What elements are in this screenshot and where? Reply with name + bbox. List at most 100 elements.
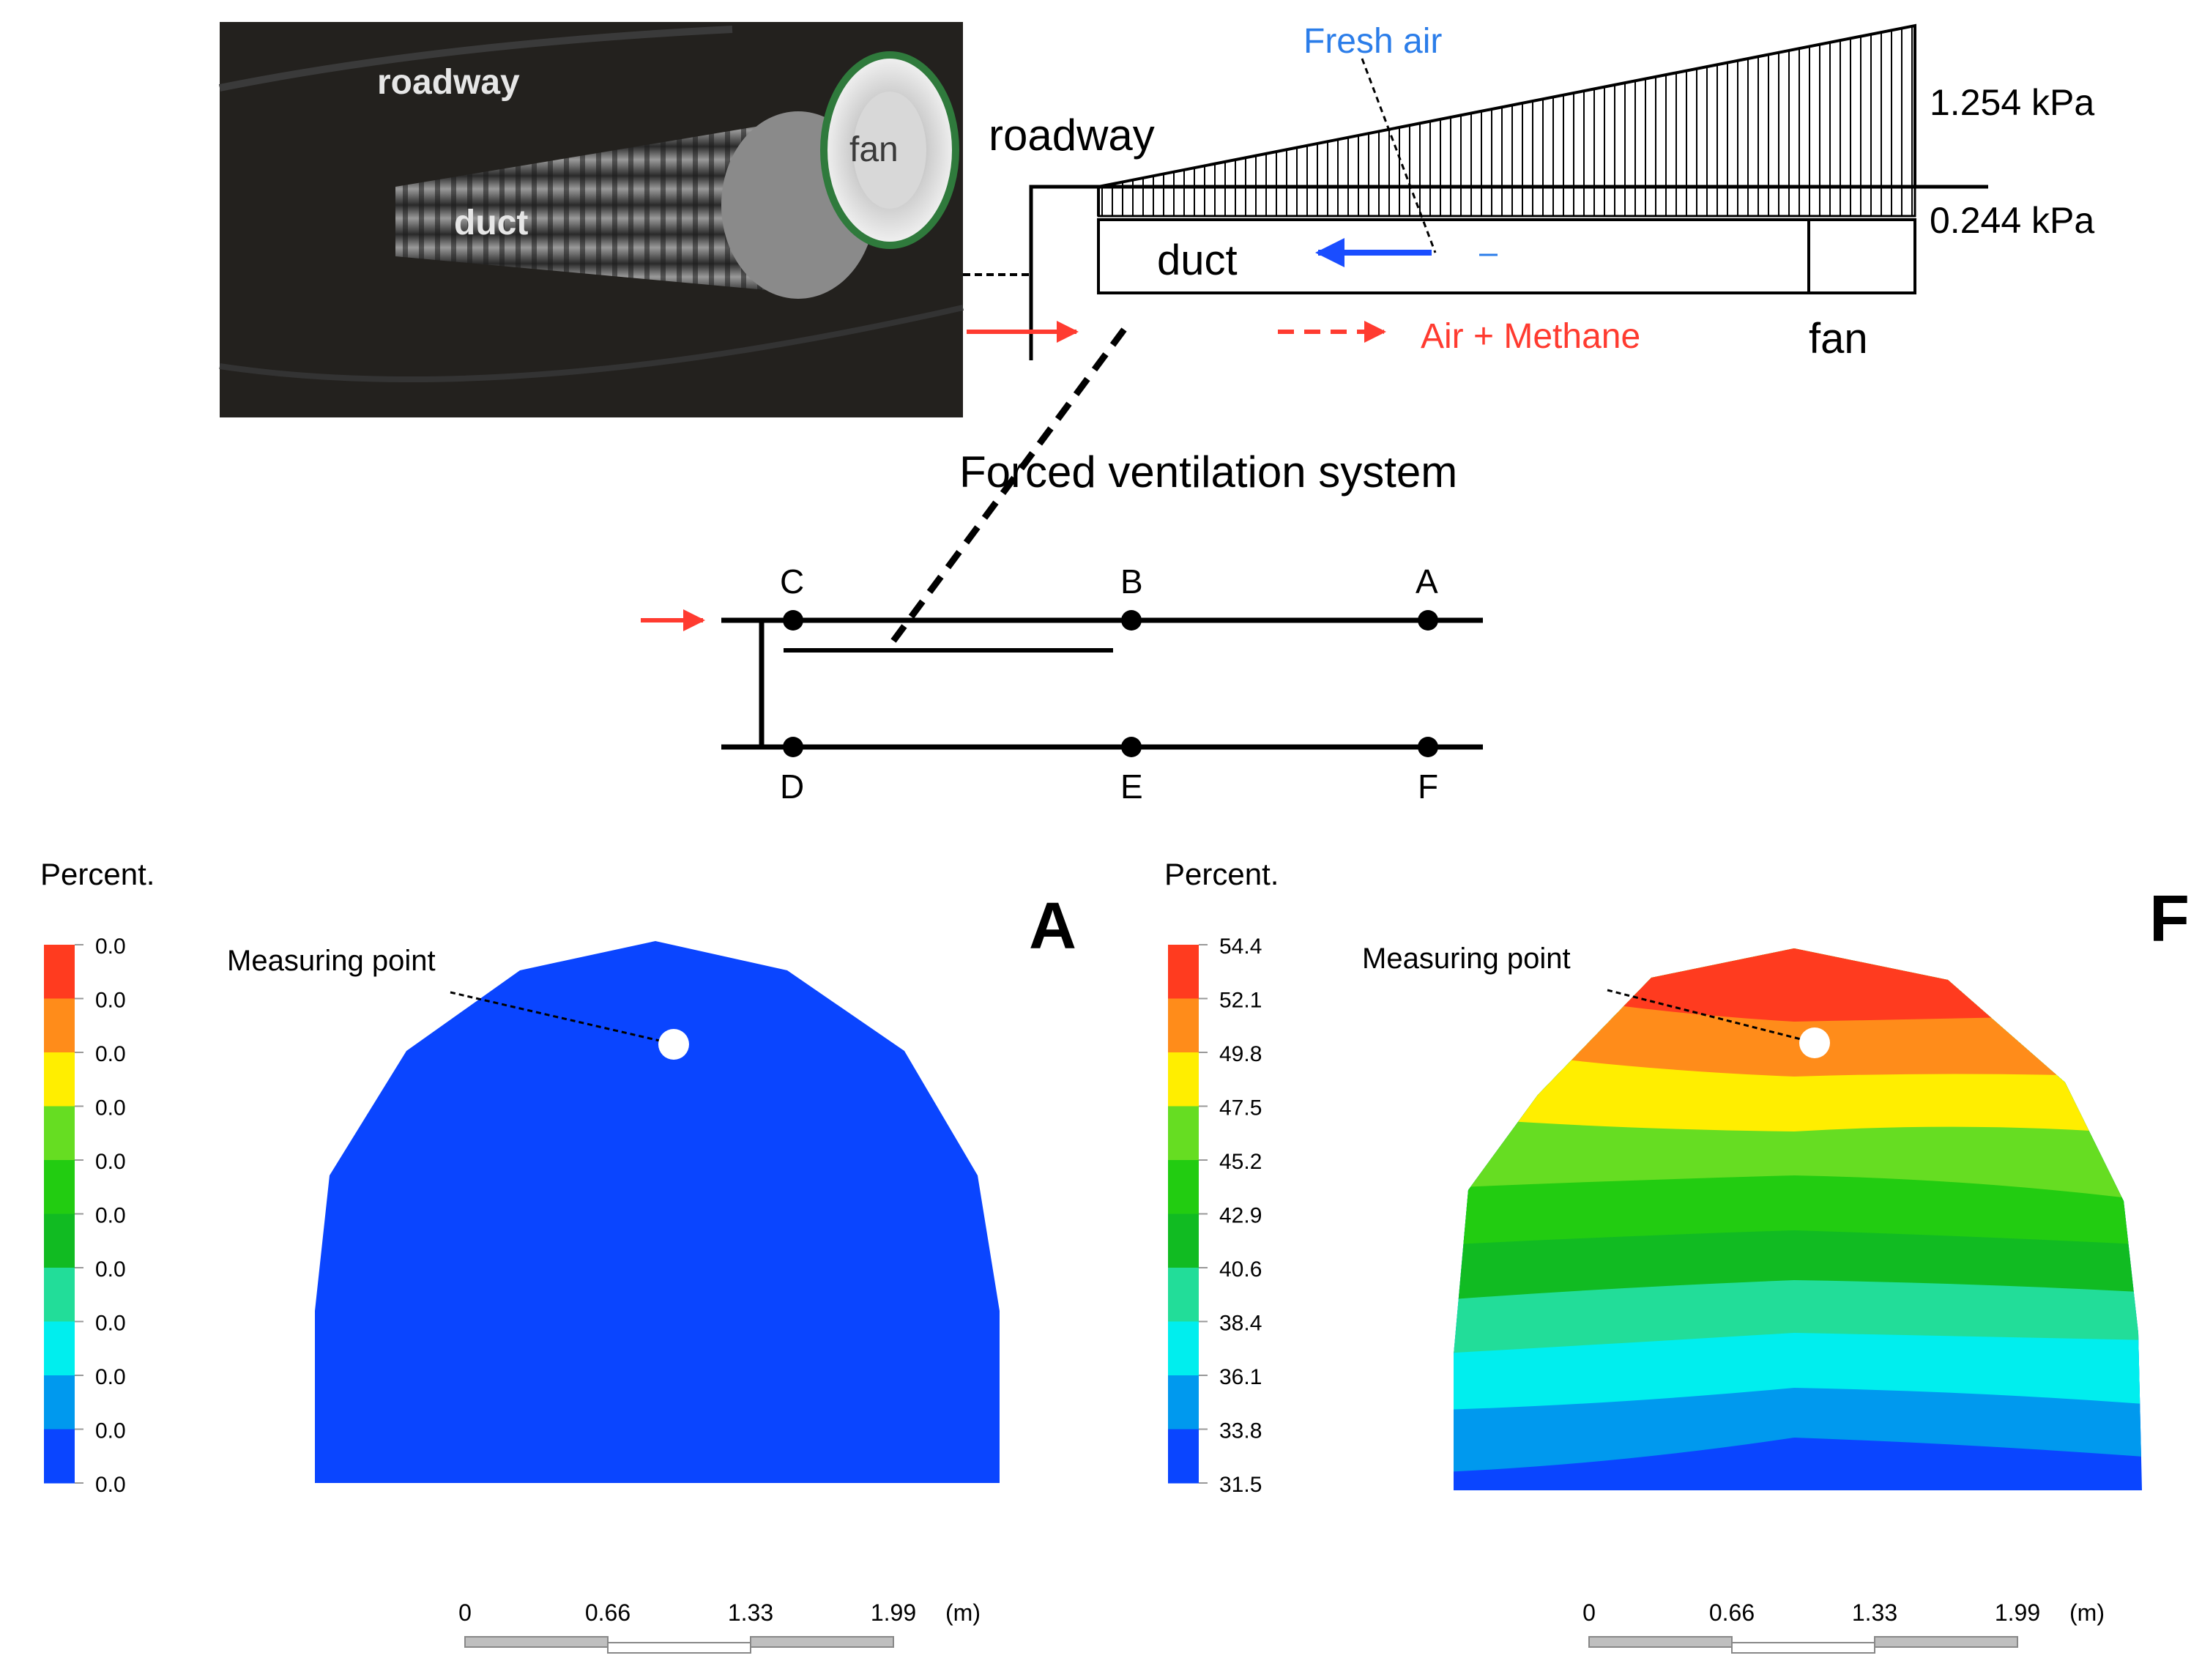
system-caption: Forced ventilation system [959,447,1457,497]
legend-A-swatch [44,1429,75,1484]
legend-F-swatch [1168,1213,1199,1268]
legend-F-tick-label: 49.8 [1219,1042,1262,1066]
pressure-wedge [1098,23,1916,188]
ventilation-schematic: roadway 1.254 kPa 0.244 kPa duct Fresh a… [967,22,2094,363]
legend-title-A: Percent. [40,857,155,891]
scalebar-A-tick-label: 1.99 [871,1599,916,1626]
pressure-band [1097,185,1916,218]
legend-A-swatch [44,1375,75,1430]
point-D [783,737,803,757]
legend-F: 54.4 52.1 49.8 47.5 45.2 42.9 40.6 38.4 36.1 33.8… [1168,934,1262,1497]
scalebar-F-unit: (m) [2069,1599,2105,1626]
label-B: B [1120,562,1143,601]
legend-A-tick-label: 0.0 [95,1312,126,1336]
scalebar-F-tick-label: 1.99 [1995,1599,2040,1626]
scalebar-F-tick-label: 0.66 [1709,1599,1755,1626]
legend-F-swatch [1168,945,1199,999]
measuring-label-A: Measuring point [227,945,436,977]
legend-A-tick-label: 0.0 [95,934,126,959]
legend-F-tick-label: 52.1 [1219,989,1262,1013]
scalebar-F-segment [1588,1636,1733,1648]
duct-body [1097,218,1916,294]
legend-F-swatch [1168,1375,1199,1430]
legend-A-tick-label: 0.0 [95,1150,126,1174]
photo-fan-label: fan [849,130,899,169]
measuring-point-F [1799,1027,1830,1058]
legend-A-tick-label: 0.0 [95,1365,126,1389]
label-A: A [1416,562,1438,601]
legend-title-F: Percent. [1164,857,1279,891]
label-E: E [1120,767,1143,806]
legend-F-tick-label: 40.6 [1219,1257,1262,1282]
legend-A-tick-label: 0.0 [95,1204,126,1228]
scalebar-A-segment [464,1636,609,1648]
pressure-high-label: 1.254 kPa [1930,82,2094,123]
legend-F-tick-label: 31.5 [1219,1473,1262,1497]
fresh-air-label: Fresh air [1303,22,1442,61]
duct-label: duct [1157,237,1238,284]
network-diagram: C B A D E F [641,562,1483,806]
zoom-leader [890,327,1127,643]
scalebar-F-segment [1731,1642,1875,1654]
legend-A-swatch [44,1106,75,1161]
measuring-label-F: Measuring point [1362,943,1571,975]
scalebar-A-unit: (m) [945,1599,981,1626]
photo-duct-label: duct [454,204,528,242]
scalebar-A-tick-label: 0 [458,1599,472,1626]
label-F: F [1418,767,1438,806]
legend-A-tick-label: 0.0 [95,1419,126,1443]
point-E [1121,737,1142,757]
legend-F-tick-label: 54.4 [1219,934,1262,959]
point-C [783,610,803,631]
legend-F-tick-label: 45.2 [1219,1150,1262,1174]
scalebar-F: 0 0.66 1.33 1.99 (m) [1582,1599,2105,1654]
legend-F-tick-label: 36.1 [1219,1365,1262,1389]
legend-F-swatch [1168,1429,1199,1484]
measuring-leader-F [1607,989,1813,1044]
measuring-point-A [658,1029,689,1060]
duct-hose [395,121,798,293]
scalebar-A-tick-label: 1.33 [728,1599,773,1626]
legend-A-swatch [44,1160,75,1214]
legend-A-swatch [44,1268,75,1322]
legend-A-tick-label: 0.0 [95,989,126,1013]
scalebar-F-tick-label: 0 [1582,1599,1596,1626]
legend-A-swatch [44,1321,75,1376]
legend-F-swatch [1168,998,1199,1053]
scalebar-F-segment [1874,1636,2018,1648]
measuring-leader-A [450,991,673,1045]
legend-F-tick-label: 47.5 [1219,1096,1262,1120]
legend-F-swatch [1168,1160,1199,1214]
legend-A-swatch [44,1052,75,1107]
legend-A-tick-label: 0.0 [95,1096,126,1120]
legend-F-tick-label: 38.4 [1219,1312,1262,1336]
scalebar-A-segment [750,1636,894,1648]
panel-label-A: A [1029,890,1076,963]
legend-F-swatch [1168,1052,1199,1107]
label-C: C [780,562,804,601]
legend-A-swatch [44,945,75,999]
legend-A-tick-label: 0.0 [95,1257,126,1282]
scalebar-A-segment [607,1642,751,1654]
scalebar-A-tick-label: 0.66 [585,1599,631,1626]
roadway-label: roadway [989,111,1155,160]
contour-panel-F: Percent. 54.4 52.1 49.8 47.5 45.2 42.9 40.6 38.… [1164,857,2190,1654]
contour-panel-A: Percent. 0.00.00.00.00.00.00.00.00.00.00… [40,857,1076,1654]
legend-A-swatch [44,998,75,1053]
point-A [1418,610,1438,631]
tunnel-section-F [1454,948,2142,1490]
tunnel-section-A [315,941,1000,1483]
legend-F-tick-label: 33.8 [1219,1419,1262,1443]
fresh-air-leader [1361,58,1437,253]
legend-F-swatch [1168,1106,1199,1161]
panel-label-F: F [2149,882,2190,956]
mine-photo: roadway fan duct [219,22,964,417]
legend-F-swatch [1168,1268,1199,1322]
legend-F-swatch [1168,1321,1199,1376]
legend-A-swatch [44,1213,75,1268]
legend-F-tick-label: 42.9 [1219,1204,1262,1228]
pressure-low-label: 0.244 kPa [1930,200,2094,241]
point-F [1418,737,1438,757]
scalebar-F-tick-label: 1.33 [1852,1599,1897,1626]
